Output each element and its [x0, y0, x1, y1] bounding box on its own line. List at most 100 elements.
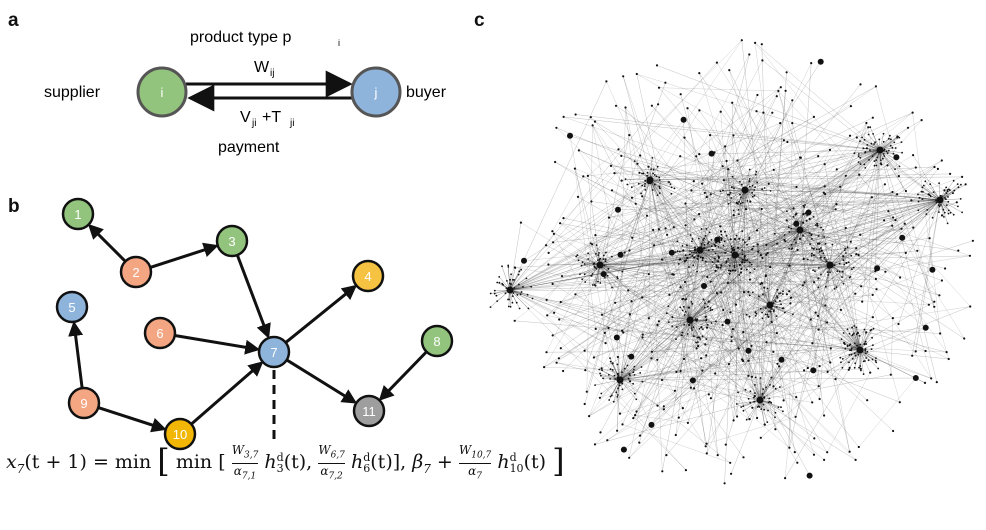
network-edge	[722, 189, 746, 191]
network-node	[936, 167, 940, 170]
network-node	[782, 410, 784, 413]
network-node	[616, 277, 619, 280]
network-node	[891, 190, 894, 194]
node-2	[119, 255, 153, 289]
edge-3-to-7	[235, 254, 271, 339]
network-node	[632, 371, 635, 374]
network-node	[763, 187, 766, 189]
network-node	[785, 219, 788, 222]
network-node	[507, 264, 510, 267]
network-node	[697, 345, 700, 348]
network-node	[602, 377, 604, 380]
network-node	[920, 119, 923, 122]
network-node	[553, 311, 556, 314]
network-edge	[858, 149, 881, 157]
network-node	[897, 322, 900, 326]
network-edge	[799, 229, 942, 281]
network-edge	[699, 249, 723, 326]
network-edge	[661, 259, 831, 266]
network-node	[766, 313, 769, 316]
network-node	[717, 266, 720, 269]
network-edge	[649, 181, 663, 472]
network-node	[818, 397, 821, 401]
network-edge	[586, 179, 651, 392]
network-node	[854, 292, 857, 295]
network-edge	[762, 60, 941, 201]
network-edge	[734, 254, 765, 425]
network-edge	[699, 249, 725, 254]
network-node	[620, 446, 627, 453]
network-edge	[761, 44, 771, 306]
network-edge	[599, 264, 631, 382]
network-edge	[619, 379, 643, 382]
network-node	[588, 415, 591, 418]
network-edge	[600, 249, 701, 433]
network-node	[782, 307, 785, 309]
network-edge	[601, 379, 621, 394]
network-edge	[676, 273, 730, 372]
network-node	[917, 193, 919, 196]
network-edge	[556, 239, 718, 363]
network-node	[796, 248, 799, 251]
network-node	[773, 309, 775, 311]
network-edge	[636, 254, 736, 412]
network-edge	[546, 349, 861, 353]
network-node	[929, 266, 936, 273]
network-node	[752, 396, 755, 399]
network-node	[783, 238, 786, 242]
network-edge	[776, 243, 861, 351]
network-node	[853, 325, 855, 327]
network-node	[803, 206, 806, 208]
network-node	[633, 374, 636, 376]
network-edge	[759, 399, 768, 423]
network-edge	[737, 160, 831, 266]
network-edge	[858, 377, 916, 448]
network-edge	[575, 218, 810, 295]
network-node	[634, 202, 637, 205]
network-edge	[789, 265, 828, 372]
network-node	[730, 340, 733, 343]
network-edge	[619, 245, 655, 381]
network-edge	[605, 196, 707, 344]
network-node	[762, 388, 765, 390]
network-edge	[553, 233, 674, 275]
network-node	[628, 353, 635, 360]
network-edge	[716, 62, 818, 224]
network-node	[606, 274, 609, 277]
network-node	[811, 247, 813, 249]
network-node	[693, 249, 697, 252]
network-node	[815, 248, 818, 251]
product-type-subscript: i	[338, 38, 340, 48]
network-node	[854, 362, 857, 365]
network-node	[574, 113, 577, 116]
network-node	[628, 249, 631, 252]
network-edge	[922, 187, 941, 201]
network-node	[720, 233, 723, 236]
network-node	[748, 236, 751, 239]
network-node	[782, 290, 784, 293]
network-node	[696, 257, 699, 260]
network-edge	[859, 140, 881, 151]
network-node	[774, 411, 777, 414]
network-node	[827, 274, 829, 276]
network-node	[592, 263, 595, 265]
network-node	[672, 226, 675, 229]
network-node	[882, 157, 884, 160]
network-node	[841, 366, 844, 369]
network-node	[843, 263, 846, 266]
network-node	[836, 270, 839, 272]
network-edge	[689, 310, 711, 321]
network-edge	[509, 87, 781, 291]
network-node	[638, 171, 641, 174]
network-edge	[509, 181, 650, 291]
network-edge	[732, 102, 736, 256]
network-edge	[509, 289, 820, 367]
network-node	[858, 366, 860, 369]
network-node	[805, 209, 812, 216]
network-node	[871, 155, 874, 158]
network-node	[655, 64, 659, 67]
network-edge	[648, 179, 651, 319]
network-edge	[599, 264, 947, 353]
network-node	[611, 369, 614, 371]
network-edge	[759, 374, 891, 401]
